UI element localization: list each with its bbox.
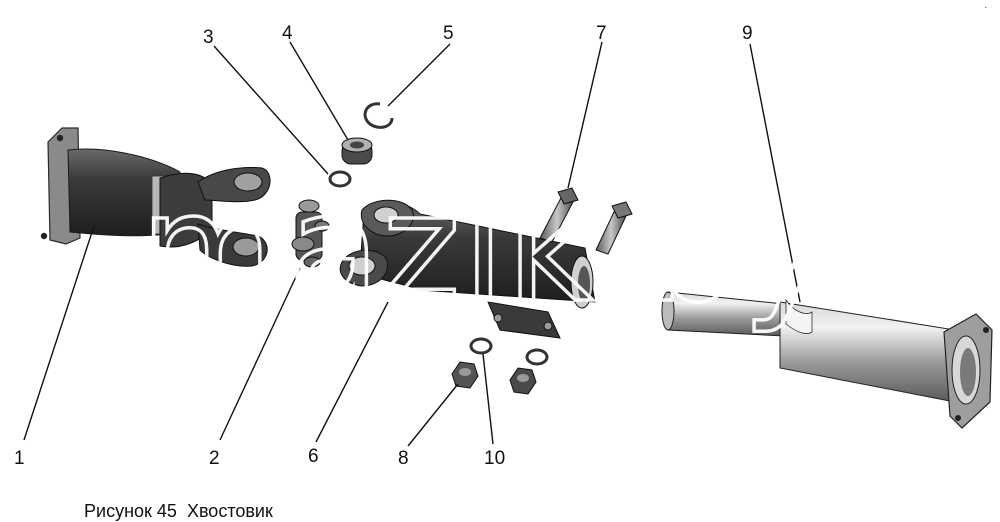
caption-label: Рисунок 45 [84, 501, 177, 521]
part-5-snap-ring [363, 102, 394, 129]
watermark-logo: mazik.by [140, 162, 833, 336]
corner-mark: · [984, 2, 987, 13]
callout-5: 5 [443, 23, 454, 44]
part-10-washers [469, 337, 549, 366]
figure-caption: Рисунок 45 Хвостовик [74, 480, 283, 522]
part-3-ring [328, 170, 352, 188]
part-9-tube [661, 291, 993, 429]
part-2-cross [291, 199, 330, 268]
parts-diagram: mazik.by 1 2 3 4 5 6 7 8 9 10 · [14, 2, 993, 469]
part-8-nuts [451, 361, 537, 395]
part-4-bushing [341, 137, 373, 165]
part-6-yoke-housing [339, 199, 596, 339]
callout-10: 10 [484, 448, 505, 469]
leader-lines [23, 41, 801, 447]
callout-3: 3 [203, 27, 214, 48]
part-1-yoke-flange [40, 127, 271, 267]
caption-title: Хвостовик [186, 501, 273, 521]
callout-9: 9 [742, 23, 753, 44]
part-7-bolts [539, 187, 633, 255]
callout-8: 8 [398, 448, 409, 469]
callout-4: 4 [282, 23, 293, 44]
callout-2: 2 [209, 448, 220, 469]
callout-6: 6 [308, 446, 319, 467]
callout-7: 7 [596, 23, 607, 44]
callout-1: 1 [14, 448, 25, 469]
